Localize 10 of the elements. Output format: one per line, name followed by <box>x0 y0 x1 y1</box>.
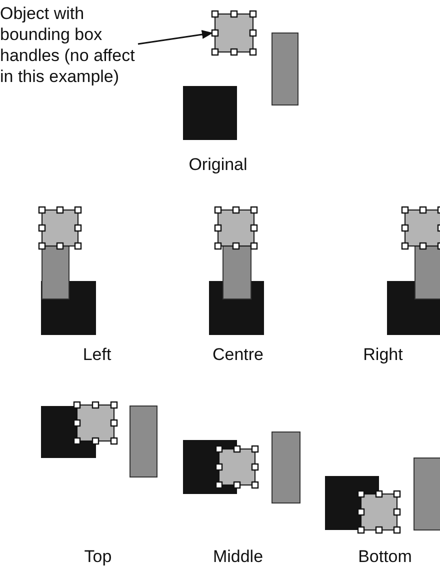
panel-label: Middle <box>212 547 264 567</box>
panel-label: Left <box>82 345 112 365</box>
selected-square-with-handles <box>209 8 259 58</box>
panel-label: Right <box>363 345 403 365</box>
arrow <box>138 30 214 45</box>
panel-label: Centre <box>212 345 264 365</box>
panel-label: Top <box>84 547 112 567</box>
panel-label: Bottom <box>358 547 412 567</box>
callout-text: Object with bounding box handles (no affect in this example) <box>0 3 136 109</box>
panel-label: Original <box>188 155 248 175</box>
